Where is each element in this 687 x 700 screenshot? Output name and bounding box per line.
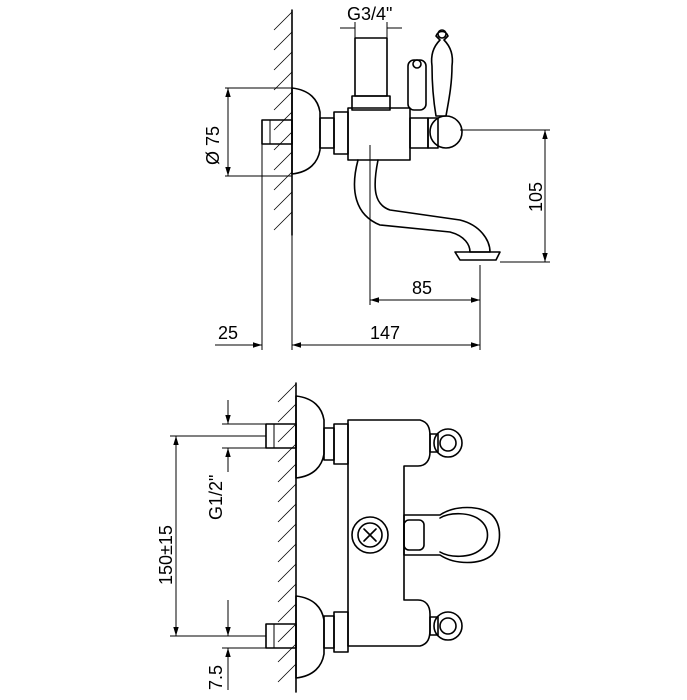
diverter-knob: [351, 516, 389, 554]
wall-hatch-bottom: [277, 382, 297, 693]
handle-upper: [433, 428, 463, 458]
dim-total-depth: 147: [370, 323, 400, 343]
escutcheon-upper: [295, 395, 325, 479]
escutcheon-lower: [295, 595, 325, 679]
lever-handle-top: [430, 30, 454, 117]
mixer-body-front: [347, 419, 431, 647]
dimension-lines-bottom: [170, 400, 266, 690]
dimension-lines-top: [215, 22, 550, 350]
wall-hatch-top: [273, 9, 293, 236]
spout-front: [403, 506, 501, 564]
dim-thread-top: G3/4": [347, 4, 392, 24]
dim-height-spout: 105: [526, 182, 546, 212]
inlet-stub-lower: [265, 623, 297, 649]
mixer-body-top: [347, 107, 411, 161]
dim-center-distance: 150±15: [156, 525, 176, 585]
side-elevation-view: [261, 9, 501, 305]
dim-bottom-offset: 7.5: [206, 665, 226, 690]
escutcheon-top: [291, 87, 321, 175]
front-elevation-view: [265, 382, 501, 693]
dim-diameter: Ø 75: [203, 126, 223, 165]
inlet-stub-top: [261, 119, 293, 145]
spout-top: [353, 159, 491, 253]
dim-spout-reach: 85: [412, 278, 432, 298]
handle-lower: [433, 611, 463, 641]
top-connector: [354, 37, 388, 97]
dim-inlet-thread: G1/2": [206, 475, 226, 520]
dim-wall-offset: 25: [218, 323, 238, 343]
inlet-stub-upper: [265, 423, 297, 449]
